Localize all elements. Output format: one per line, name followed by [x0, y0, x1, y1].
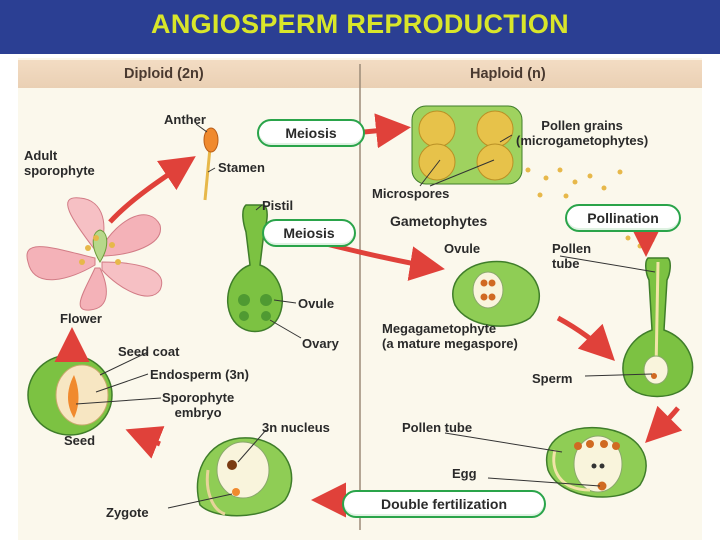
- title-bar: [0, 0, 720, 54]
- double-fertilization-step: Double fertilization: [342, 490, 546, 518]
- sporophyte-embryo-label: Sporophyte embryo: [162, 390, 235, 420]
- pollen-tube-top-label: Pollen tube: [552, 241, 592, 271]
- stamen-illustration: [203, 127, 219, 201]
- zygote-label: Zygote: [106, 505, 149, 520]
- ovule-right-label: Ovule: [444, 241, 481, 256]
- seed-illustration: [27, 354, 113, 436]
- leader-lines: [75, 123, 656, 509]
- pollen-tube-bottom-label: Pollen tube: [402, 420, 473, 435]
- meiosis-anther-step: Meiosis: [257, 119, 365, 147]
- ovule-left-label: Ovule: [298, 296, 335, 311]
- gametophytes-label: Gametophytes: [390, 213, 488, 229]
- adult-sporophyte-label: Adult sporophyte: [24, 148, 95, 178]
- flower-illustration: [26, 197, 163, 311]
- microspores-label: Microspores: [372, 186, 450, 201]
- egg-label: Egg: [452, 466, 477, 481]
- anther-label: Anther: [164, 112, 206, 127]
- haploid-column-header: Haploid (n): [470, 66, 546, 82]
- ovary-label: Ovary: [302, 336, 339, 351]
- pistil-label: Pistil: [262, 198, 294, 213]
- pistil-pollen-tube-illustration: [622, 257, 694, 398]
- pollination-step: Pollination: [565, 204, 681, 232]
- meiosis-pistil-step: Meiosis: [262, 219, 356, 247]
- seed-coat-label: Seed coat: [118, 344, 180, 359]
- pollen-grains-label: Pollen grains (microgametophytes): [516, 118, 649, 148]
- three-n-nucleus-label: 3n nucleus: [262, 420, 330, 435]
- pollen-sac-illustration: [411, 105, 523, 185]
- stamen-label: Stamen: [218, 160, 265, 175]
- seed-label: Seed: [64, 433, 96, 448]
- fertilization-ovule-illustration: [545, 426, 647, 498]
- megagametophyte-label: Megagametophyte (a mature megaspore): [382, 321, 518, 351]
- page-title: ANGIOSPERM REPRODUCTION: [151, 9, 569, 39]
- diploid-column-header: Diploid (2n): [124, 66, 204, 82]
- sperm-label: Sperm: [532, 371, 573, 386]
- endosperm-label: Endosperm (3n): [150, 367, 249, 382]
- pistil-illustration: [227, 204, 283, 333]
- flower-label: Flower: [60, 311, 102, 326]
- zygote-ovule-illustration: [196, 437, 293, 517]
- ovule-illustration: [452, 260, 540, 327]
